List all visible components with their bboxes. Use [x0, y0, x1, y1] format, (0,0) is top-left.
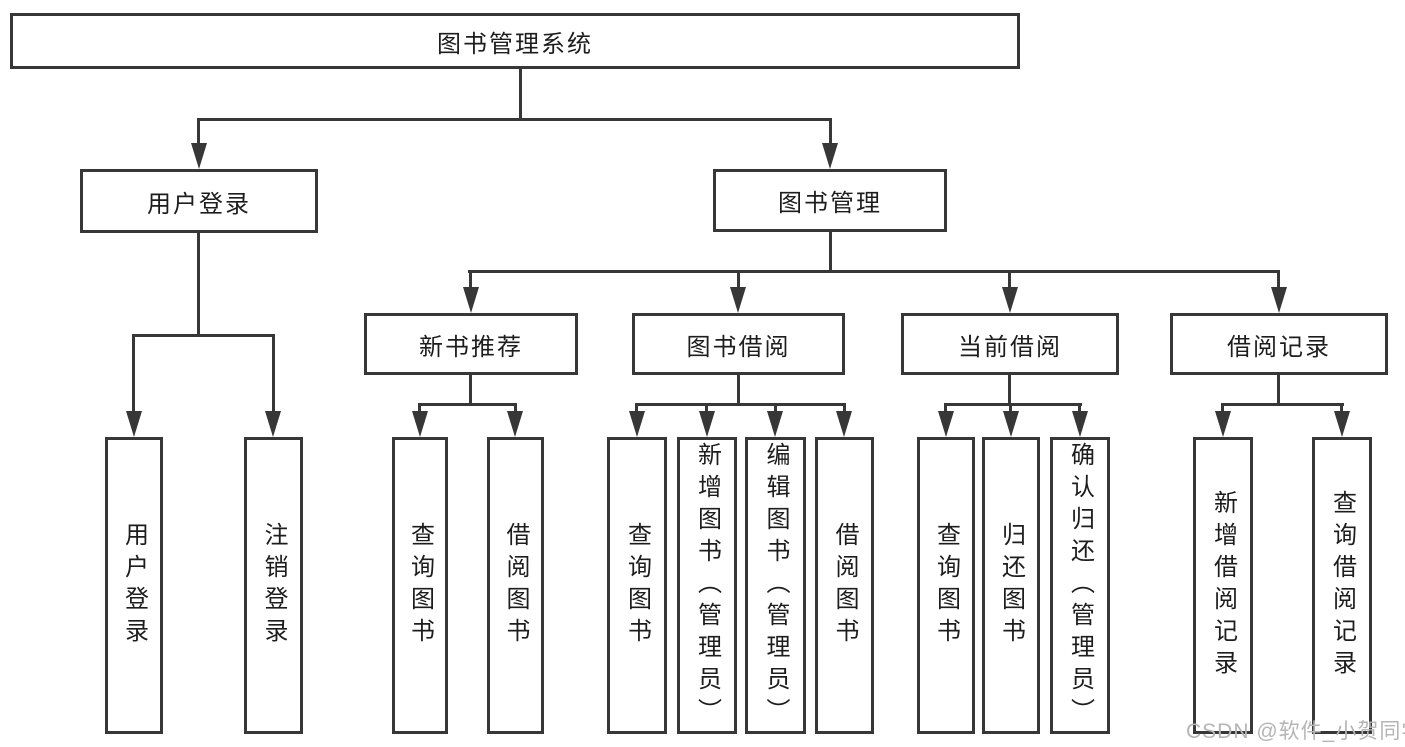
node-label: 查询图书 — [623, 521, 651, 650]
arrow-down-icon — [191, 143, 207, 169]
arrow-down-icon — [463, 287, 479, 313]
csdn-watermark: CSDN @软件_小贺同学 — [1186, 720, 1405, 743]
node-book-management: 图书管理 — [713, 169, 947, 232]
connector-line — [1078, 406, 1081, 412]
connector-line — [514, 406, 517, 412]
node-new-book-recommendation: 新书推荐 — [364, 313, 578, 375]
arrow-down-icon — [1072, 411, 1088, 437]
node-library-management-system: 图书管理系统 — [10, 13, 1020, 69]
arrow-down-icon — [938, 411, 954, 437]
arrow-down-icon — [1271, 287, 1287, 313]
connector-line — [197, 232, 200, 337]
arrow-down-icon — [822, 143, 838, 169]
node-label: 图书管理 — [778, 190, 882, 217]
node-user-login: 用户登录 — [80, 169, 318, 233]
connector-line — [1009, 406, 1012, 412]
connector-line — [469, 375, 472, 405]
arrow-down-icon — [629, 411, 645, 437]
arrow-down-icon — [836, 411, 852, 437]
connector-line — [197, 121, 200, 145]
connector-line — [829, 232, 832, 272]
leaf-borrow-books-1: 借阅图书 — [487, 437, 544, 734]
connector-line — [635, 403, 846, 406]
node-label: 归还图书 — [997, 521, 1025, 650]
connector-line — [1008, 375, 1011, 405]
arrow-down-icon — [412, 411, 428, 437]
node-label: 编辑图书（管理员） — [762, 441, 789, 730]
node-label: 注销登录 — [260, 521, 287, 650]
connector-line — [737, 273, 740, 288]
connector-line — [737, 375, 740, 405]
leaf-query-books-1: 查询图书 — [392, 437, 448, 734]
node-book-borrowing: 图书借阅 — [632, 313, 845, 375]
node-label: 查询图书 — [406, 521, 434, 650]
node-label: 新增图书（管理员） — [693, 441, 721, 730]
leaf-confirm-return-admin: 确认归还（管理员） — [1050, 437, 1110, 734]
leaf-edit-book-admin: 编辑图书（管理员） — [745, 437, 806, 734]
node-current-borrowing: 当前借阅 — [901, 313, 1119, 375]
connector-line — [272, 337, 275, 413]
leaf-user-login: 用户登录 — [105, 437, 163, 734]
arrow-down-icon — [507, 411, 523, 437]
node-label: 借阅记录 — [1227, 333, 1331, 361]
leaf-query-books-3: 查询图书 — [917, 437, 975, 734]
node-label: 借阅图书 — [831, 521, 858, 650]
node-label: 用户登录 — [147, 190, 251, 218]
connector-line — [1008, 273, 1011, 288]
connector-line — [197, 118, 832, 121]
node-label: 新增借阅记录 — [1209, 489, 1237, 682]
connector-line — [843, 406, 846, 412]
connector-line — [1277, 273, 1280, 288]
node-label: 当前借阅 — [958, 333, 1062, 361]
arrow-down-icon — [1334, 411, 1350, 437]
node-label: 用户登录 — [120, 521, 148, 650]
arrow-down-icon — [730, 287, 746, 313]
connector-line — [705, 406, 708, 412]
arrow-down-icon — [767, 411, 783, 437]
connector-line — [469, 273, 472, 288]
connector-line — [1340, 406, 1343, 412]
node-label: 图书借阅 — [686, 333, 791, 361]
connector-line — [1221, 406, 1224, 412]
connector-line — [519, 69, 522, 121]
node-label: 查询图书 — [932, 521, 960, 650]
arrow-down-icon — [126, 411, 142, 437]
arrow-down-icon — [265, 411, 281, 437]
connector-line — [418, 406, 421, 412]
connector-line — [829, 121, 832, 145]
connector-line — [132, 337, 135, 413]
leaf-add-borrow-record: 新增借阅记录 — [1193, 437, 1253, 734]
leaf-query-borrow-record: 查询借阅记录 — [1312, 437, 1372, 734]
arrow-down-icon — [1003, 411, 1019, 437]
leaf-add-book-admin: 新增图书（管理员） — [677, 437, 737, 734]
leaf-query-books-2: 查询图书 — [607, 437, 667, 734]
node-borrowing-records: 借阅记录 — [1170, 313, 1388, 375]
node-label: 借阅图书 — [502, 521, 529, 650]
arrow-down-icon — [1002, 287, 1018, 313]
node-label: 图书管理系统 — [437, 30, 593, 58]
connector-line — [468, 270, 1280, 273]
leaf-logout-login: 注销登录 — [244, 437, 303, 734]
connector-line — [774, 406, 777, 412]
leaf-borrow-books-2: 借阅图书 — [815, 437, 874, 734]
connector-line — [418, 403, 517, 406]
connector-line — [1221, 403, 1344, 406]
node-label: 查询借阅记录 — [1328, 489, 1356, 682]
leaf-return-books: 归还图书 — [982, 437, 1040, 734]
arrow-down-icon — [1215, 411, 1231, 437]
connector-line — [944, 403, 1082, 406]
connector-line — [944, 406, 947, 412]
connector-line — [1277, 375, 1280, 405]
connector-line — [635, 406, 638, 412]
node-label: 新书推荐 — [419, 333, 523, 361]
connector-line — [132, 334, 275, 337]
arrow-down-icon — [699, 411, 715, 437]
node-label: 确认归还（管理员） — [1066, 441, 1094, 730]
